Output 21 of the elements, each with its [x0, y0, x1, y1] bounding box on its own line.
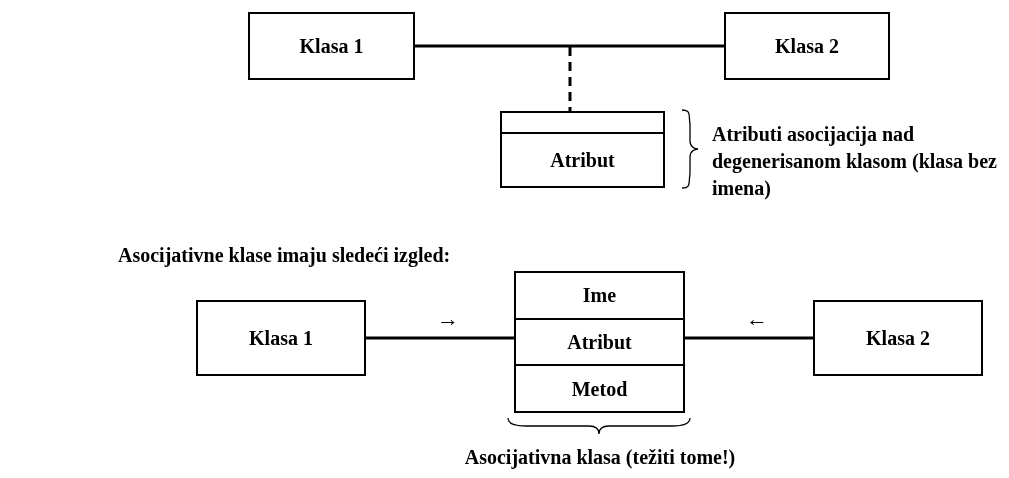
class-name: Ime — [582, 284, 617, 307]
class-box — [196, 300, 366, 376]
dashed-line — [568, 47, 572, 111]
class-box — [500, 111, 665, 188]
brace-caption: Atributi asocijacija nad degenerisanom klasom (klasa bez imena) — [712, 122, 998, 202]
attribute-label: Atribut — [567, 331, 632, 353]
method-label: Metod — [571, 377, 628, 400]
attribute-label: Atribut — [550, 149, 615, 172]
association-line — [415, 44, 724, 48]
association-line — [685, 336, 813, 340]
class-box — [724, 12, 890, 80]
class-name: Klasa 2 — [866, 327, 930, 349]
class-box — [248, 12, 415, 80]
note-text: Asocijativne klase imaju sledeći izgled: — [118, 244, 451, 267]
association-line — [366, 336, 514, 340]
class-box — [514, 271, 685, 413]
class-box — [813, 300, 983, 376]
brace-caption: Asocijativna klasa (težiti tome!) — [463, 445, 737, 471]
class-name: Klasa 1 — [299, 35, 364, 57]
class-name: Klasa 1 — [249, 327, 313, 349]
class-name: Klasa 2 — [775, 35, 839, 57]
